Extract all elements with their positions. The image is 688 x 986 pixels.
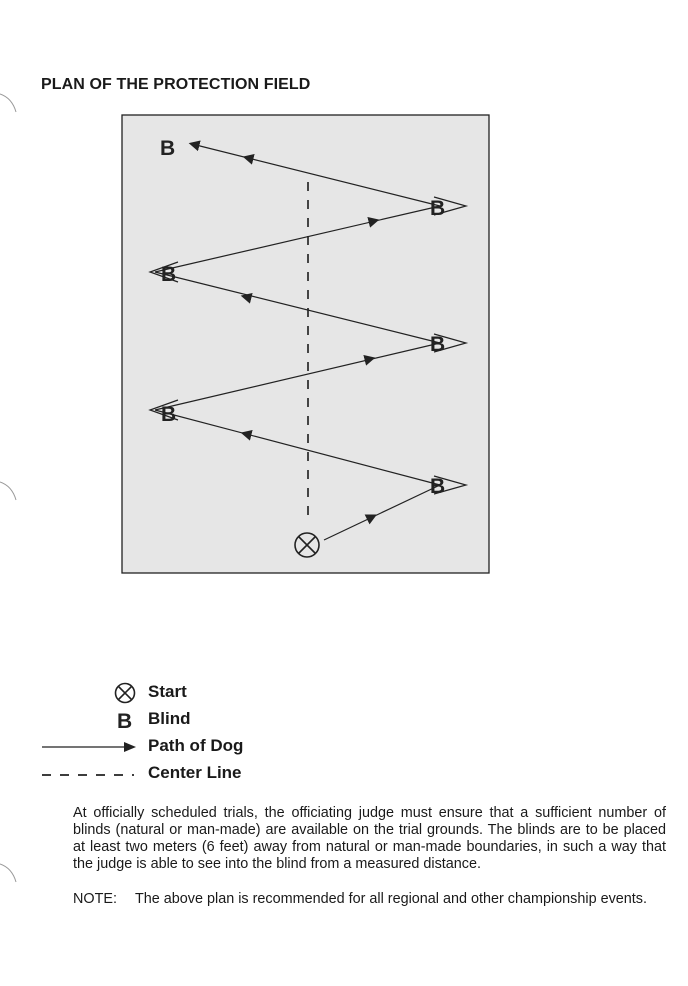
blind-marker: B <box>161 263 176 286</box>
legend-label: Start <box>148 682 187 701</box>
blind-chevron-right <box>433 196 469 216</box>
blind-icon: B <box>117 710 132 733</box>
path-segment <box>154 409 441 486</box>
legend-item-center-line: Center Line <box>38 761 338 788</box>
protection-field <box>121 114 490 574</box>
svg-text:B: B <box>117 710 132 733</box>
legend-item-blind: B Blind <box>38 707 338 734</box>
arrow-icon <box>42 742 136 752</box>
blind-chevrons <box>148 196 469 495</box>
path-segment <box>191 143 441 207</box>
start-icon <box>294 532 320 558</box>
scan-margin-mark <box>0 93 17 113</box>
path-segment <box>154 271 441 344</box>
blind-chevron-right <box>433 475 469 495</box>
scan-margin-mark <box>0 863 17 883</box>
legend-label: Blind <box>148 709 191 728</box>
start-icon <box>114 682 136 704</box>
path-segment <box>323 484 441 541</box>
protection-field-diagram: B B B B B B <box>121 114 490 574</box>
path-segment <box>154 342 441 411</box>
note-paragraph: NOTE: The above plan is recommended for a… <box>73 891 666 908</box>
legend-item-start: Start <box>38 680 338 707</box>
legend: Start B Blind Path of Dog Center Line <box>38 680 338 788</box>
note-label: NOTE: <box>73 891 117 907</box>
blind-chevron-left <box>148 399 179 421</box>
blind-marker: B <box>161 403 176 426</box>
blind-chevron-left <box>148 261 179 283</box>
path-segment <box>154 205 441 273</box>
blinds-paragraph: At officially scheduled trials, the offi… <box>73 805 666 872</box>
blind-chevron-right <box>433 333 469 353</box>
note-text: The above plan is recommended for all re… <box>135 891 647 907</box>
scan-margin-mark <box>0 481 17 501</box>
blind-marker: B <box>160 137 175 160</box>
legend-item-path: Path of Dog <box>38 734 338 761</box>
blind-marker: B <box>430 197 445 220</box>
legend-label: Path of Dog <box>148 736 244 755</box>
blind-marker: B <box>430 333 445 356</box>
dashed-line-icon <box>42 774 134 776</box>
blind-marker: B <box>430 475 445 498</box>
legend-label: Center Line <box>148 763 242 782</box>
page-title: PLAN OF THE PROTECTION FIELD <box>41 76 311 93</box>
dog-path <box>154 143 441 541</box>
